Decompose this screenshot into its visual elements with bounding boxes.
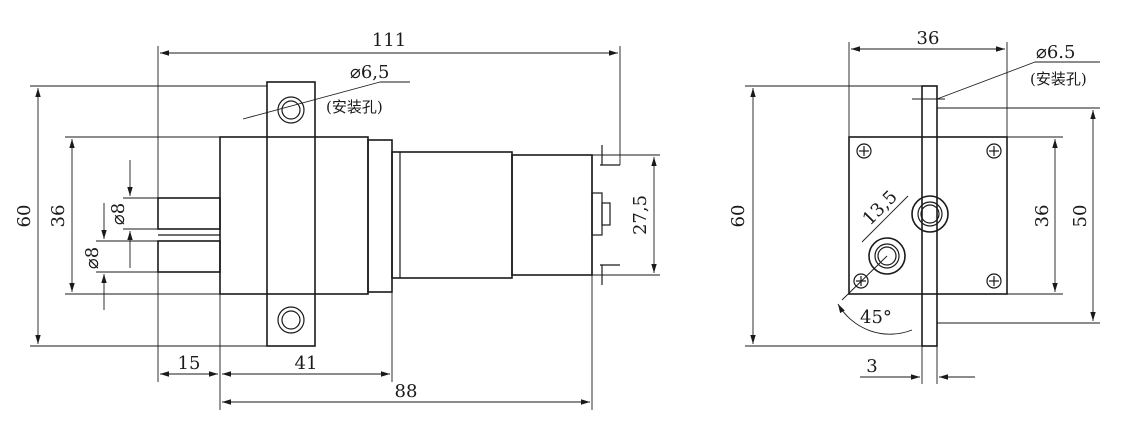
dim-label-end-36: 36 <box>917 28 940 49</box>
dim-label-end-36-right: 36 <box>1032 205 1053 228</box>
end-ports <box>868 195 949 275</box>
dim-end-body-height: 36 <box>1007 136 1063 295</box>
dim-label-port-top: ⌀8 <box>108 203 129 225</box>
end-hole-note-label: (安装孔) <box>1030 70 1087 88</box>
dim-label-60: 60 <box>14 205 35 228</box>
dim-pump-length: 41 <box>222 292 393 382</box>
dim-label-111: 111 <box>372 30 406 51</box>
dim-height: 60 <box>14 85 267 347</box>
dim-end-height: 60 <box>728 85 922 347</box>
hole-callout: ⌀6,5 (安装孔) <box>242 62 410 120</box>
pump-head <box>219 136 369 295</box>
dim-label-15: 15 <box>178 353 201 374</box>
dim-bracket-span: 50 <box>937 107 1100 324</box>
side-view: 111 ⌀6,5 (安装孔) 60 36 ⌀ <box>14 30 660 410</box>
dim-label-45: 45° <box>860 307 892 328</box>
end-bracket <box>921 85 938 347</box>
dim-port-spacing: 13,5 <box>859 187 909 243</box>
dim-overall-length: 111 <box>157 30 621 198</box>
dim-label-port-bottom: ⌀8 <box>82 247 103 269</box>
dim-port-top: ⌀8 <box>108 160 158 268</box>
mounting-bracket <box>266 81 316 347</box>
hole-note-label: (安装孔) <box>326 98 383 116</box>
hole-diameter-label: ⌀6,5 <box>350 62 389 83</box>
dim-label-88: 88 <box>395 381 418 402</box>
dim-label-36: 36 <box>48 205 69 228</box>
dim-body-length: 88 <box>222 275 593 410</box>
motor-body <box>391 151 611 279</box>
corner-screws <box>853 143 1002 289</box>
dim-angle: 45° <box>837 255 913 335</box>
end-view: 36 ⌀6.5 (安装孔) 60 13,5 45° <box>728 28 1100 384</box>
end-body <box>848 136 1008 295</box>
dim-port-length: 15 <box>157 272 221 410</box>
dim-label-50: 50 <box>1070 205 1091 228</box>
dim-end-width: 36 <box>848 28 1008 137</box>
dim-body-height: 36 <box>48 136 220 295</box>
dim-label-41: 41 <box>295 353 318 374</box>
dim-label-27-5: 27,5 <box>630 195 651 235</box>
end-hole-callout: ⌀6.5 (安装孔) <box>912 42 1100 100</box>
dim-bracket-thickness: 3 <box>860 346 975 384</box>
dim-motor-height: 27,5 <box>592 154 660 276</box>
end-hole-diameter-label: ⌀6.5 <box>1036 42 1075 63</box>
dim-label-3: 3 <box>866 356 877 377</box>
dim-port-bottom: ⌀8 <box>82 203 158 310</box>
dim-label-13-5: 13,5 <box>859 187 902 230</box>
coupling-ring <box>367 139 393 293</box>
dim-label-end-60: 60 <box>728 205 749 228</box>
outlet-ports <box>157 197 221 273</box>
